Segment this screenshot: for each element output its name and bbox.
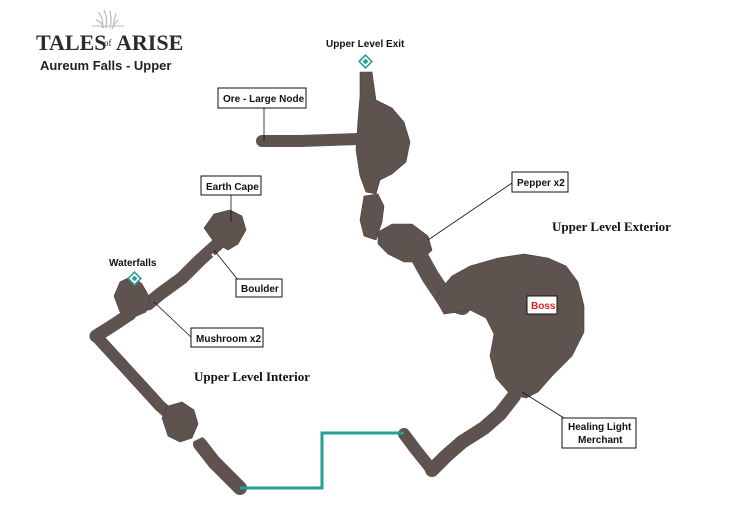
leader-lines <box>153 108 565 419</box>
label-box-ore <box>217 87 307 109</box>
label-earth-cape: Earth Cape <box>206 182 259 193</box>
cave-round-room <box>161 401 199 443</box>
label-healing-line1: Healing Light <box>568 422 632 433</box>
label-box-boss <box>526 295 558 315</box>
leader-healing <box>521 391 565 419</box>
label-box-boulder <box>235 278 283 298</box>
leader-boulder <box>213 249 239 281</box>
label-box-pepper <box>511 171 569 193</box>
cave-exterior <box>256 71 585 477</box>
cave-interior <box>89 209 247 495</box>
cave-descent <box>359 193 385 241</box>
label-mushroom: Mushroom x2 <box>196 334 261 345</box>
label-boulder: Boulder <box>241 284 279 295</box>
waterfalls-marker-icon[interactable] <box>127 271 142 286</box>
area-connector-path <box>240 431 404 490</box>
cave-corridor-end <box>398 428 438 476</box>
label-boss: Boss <box>531 301 556 312</box>
logo-trademark: ™ <box>175 35 181 42</box>
game-logo: TALES of ARISE ™ <box>36 9 183 55</box>
label-box-healing <box>561 417 637 449</box>
upper-exit-marker-icon[interactable] <box>358 54 373 69</box>
logo-word-arise: ARISE <box>116 30 183 55</box>
label-waterfalls: Waterfalls <box>109 258 157 269</box>
label-box-earth-cape <box>200 175 262 196</box>
cave-ore-branch <box>256 133 364 147</box>
cave-diagonal-upper <box>141 235 227 311</box>
label-pepper: Pepper x2 <box>517 178 565 189</box>
label-ore: Ore - Large Node <box>223 94 305 105</box>
doorway-gap-2 <box>211 253 221 263</box>
label-healing-line2: Merchant <box>578 435 623 446</box>
cave-boss-room <box>435 253 585 399</box>
cave-diagonal-lower <box>90 330 182 426</box>
logo-word-of: of <box>104 38 112 48</box>
leader-pepper <box>427 182 513 241</box>
region-label-exterior: Upper Level Exterior <box>552 219 671 234</box>
doorway-gap-1 <box>189 435 203 443</box>
logo-word-tales: TALES <box>36 30 107 55</box>
logo-emblem-icon <box>92 9 124 30</box>
cave-exit-shaft <box>355 71 411 195</box>
cave-corridor-south <box>425 389 521 477</box>
label-upper-exit: Upper Level Exit <box>326 39 405 50</box>
map-title: Aureum Falls - Upper <box>40 58 171 73</box>
cave-corridor-final <box>193 437 247 495</box>
cave-descent-west <box>89 307 137 343</box>
label-box-mushroom <box>190 327 264 348</box>
leader-mushroom <box>153 301 193 339</box>
region-label-interior: Upper Level Interior <box>194 369 310 384</box>
